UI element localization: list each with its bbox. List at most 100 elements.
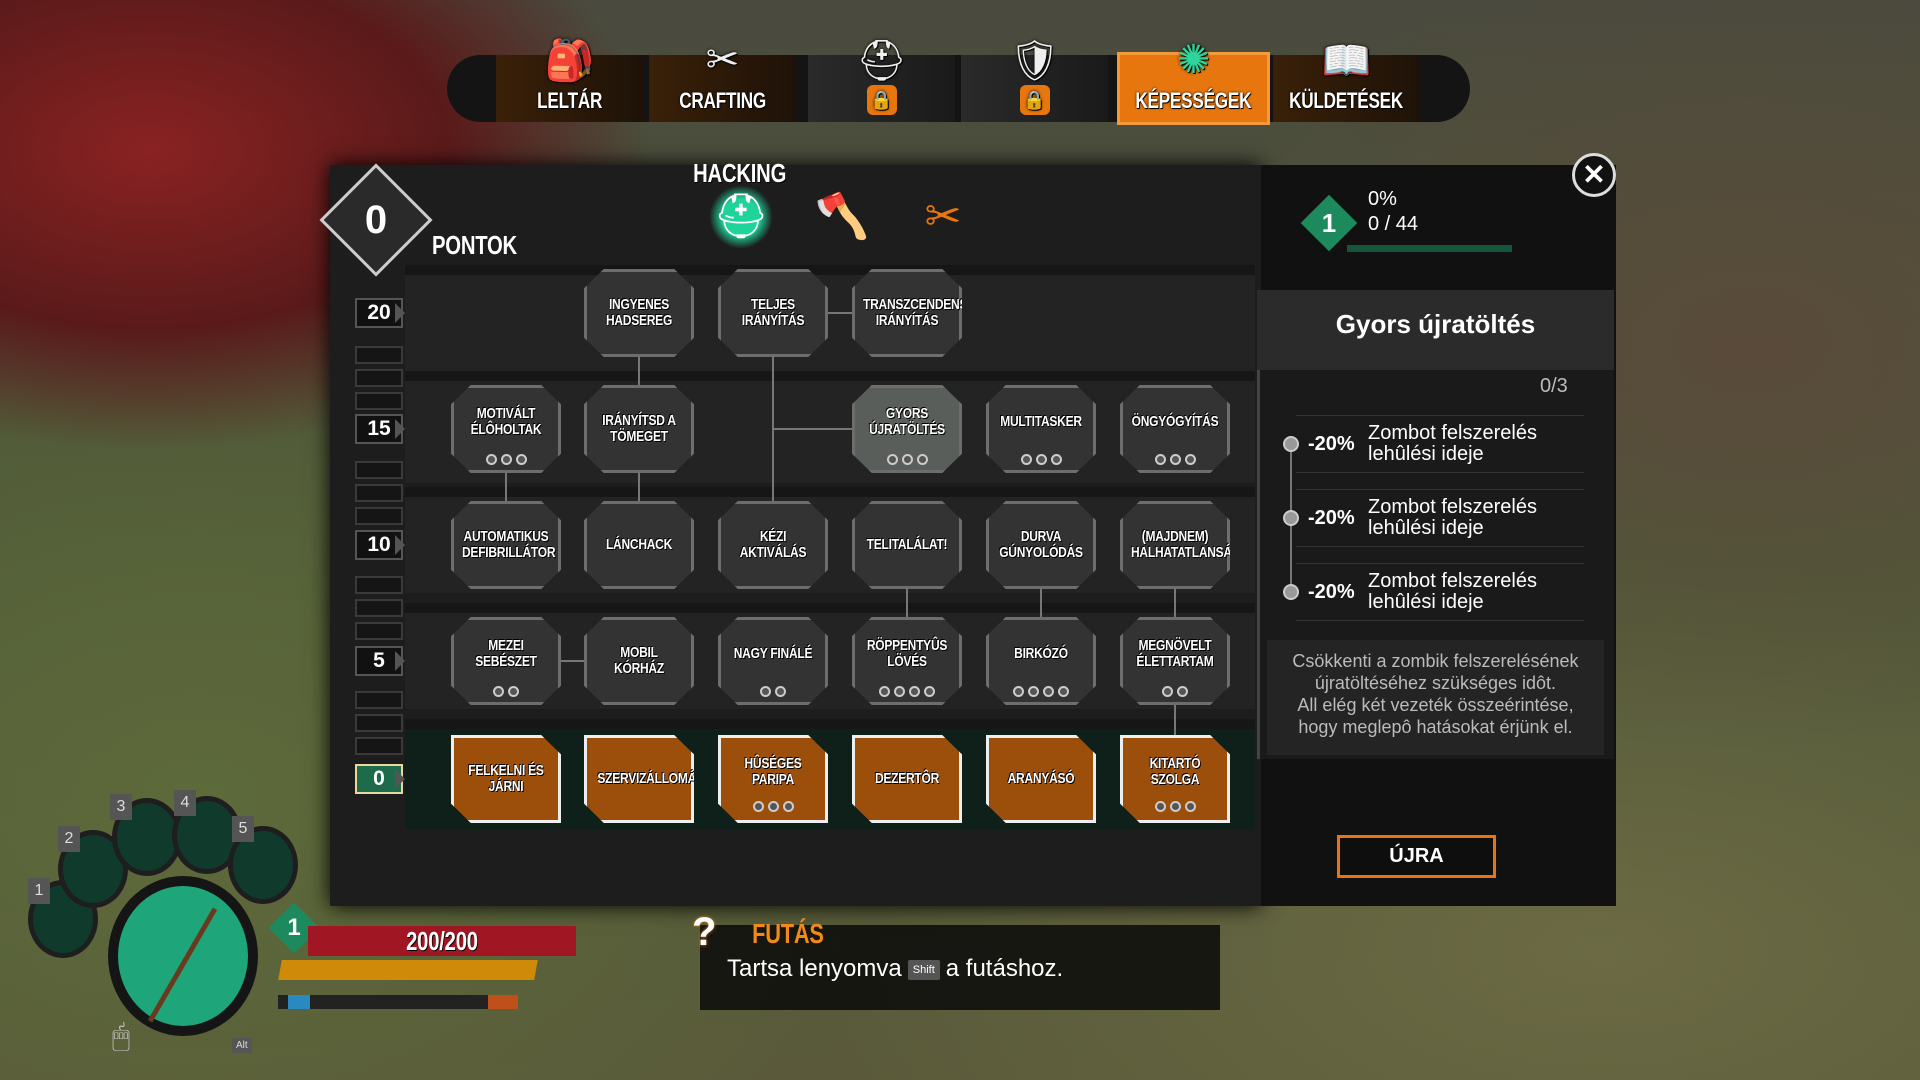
skill-node[interactable]: Gyors újratöltés — [852, 385, 962, 473]
slot-number: 5 — [232, 816, 254, 842]
skill-name: Megnövelt élettartam — [1136, 637, 1214, 670]
book-icon: 📖 — [1321, 39, 1372, 83]
perk-text-line: lehûlési ideje — [1368, 443, 1484, 465]
skill-name: (Majdnem) halhatatlanság — [1131, 528, 1241, 561]
rank-dot — [1028, 686, 1039, 697]
description-line: All elég két vezeték összeérintése, — [1297, 695, 1574, 715]
level-slot — [355, 392, 403, 410]
skill-node[interactable]: Megnövelt élettartam — [1120, 617, 1230, 705]
tab-képességek[interactable]: ✺KÉPESSÉGEK — [1117, 38, 1270, 125]
skill-node[interactable]: Ingyenes hadsereg — [584, 269, 694, 357]
player-level: 1 — [287, 914, 301, 941]
skill-node[interactable]: Telitalálat! — [852, 501, 962, 589]
rank-dots — [1154, 801, 1196, 812]
rank-dot — [500, 454, 512, 465]
progress-bar — [1347, 245, 1512, 252]
rank-dot — [1177, 686, 1188, 697]
skill-node[interactable]: Nagy finálé — [718, 617, 828, 705]
tab-label: KÉPESSÉGEK — [1135, 88, 1252, 113]
rank-dot — [1184, 801, 1196, 812]
skill-name: Nagy finálé — [733, 645, 813, 662]
skill-node[interactable]: Multitasker — [986, 385, 1096, 473]
tab-locked-2[interactable]: ⛑🔒 — [808, 39, 955, 122]
perk-text-line: lehûlési ideje — [1368, 517, 1484, 539]
rank-dot — [485, 454, 497, 465]
skill-rank: 0/3 — [1540, 375, 1568, 397]
skill-node[interactable]: Automatikus defibrillátor — [451, 501, 561, 589]
rank-dot — [775, 686, 786, 697]
progress-count: 0 / 44 — [1368, 213, 1419, 235]
skill-name: Röppentyûs lövés — [866, 637, 948, 670]
rank-dot — [1184, 454, 1196, 465]
rank-dot — [924, 686, 935, 697]
tab-küldetések[interactable]: 📖KÜLDETÉSEK — [1273, 39, 1420, 122]
axe-icon[interactable]: 🪓 — [814, 192, 870, 241]
points-value: 0 — [364, 198, 388, 242]
backpack-icon: 🎒 — [544, 39, 595, 83]
skill-name: Kitartó szolga — [1149, 755, 1201, 788]
skill-node[interactable]: Felkelni és járni — [451, 735, 561, 823]
hint-text-before: Tartsa lenyomva — [727, 955, 902, 982]
skill-node[interactable]: Öngyógyítás — [1120, 385, 1230, 473]
skill-node[interactable]: (Majdnem) halhatatlanság — [1120, 501, 1230, 589]
rank-dots — [752, 801, 794, 812]
rank-dot — [879, 686, 890, 697]
multitool-icon[interactable]: ✂ — [924, 192, 962, 241]
skill-node[interactable]: Irányítsd a tömeget — [584, 385, 694, 473]
description-line: újratöltéséhez szükséges idôt. — [1314, 673, 1557, 693]
rank-dot — [1162, 686, 1173, 697]
perk-rank-dot — [1283, 436, 1299, 452]
hint-text-after: a futáshoz. — [945, 955, 1064, 982]
rank-dot — [782, 801, 794, 812]
skill-node[interactable]: Hûséges paripa — [718, 735, 828, 823]
reset-button[interactable]: ÚJRA — [1337, 835, 1496, 878]
scissors-icon: ✂ — [705, 38, 740, 82]
skill-node[interactable]: Kitartó szolga — [1120, 735, 1230, 823]
skill-name: Aranyásó — [1007, 770, 1075, 787]
level-slot — [355, 461, 403, 479]
rank-dots — [485, 454, 527, 465]
skill-node[interactable]: Dezertôr — [852, 735, 962, 823]
skill-node[interactable]: Kézi aktiválás — [718, 501, 828, 589]
perk-value: -20% — [1308, 506, 1355, 529]
skill-node[interactable]: Mobil kórház — [584, 617, 694, 705]
skill-node[interactable]: Lánchack — [584, 501, 694, 589]
close-button[interactable]: ✕ — [1572, 153, 1616, 197]
skill-node[interactable]: Mezei sebészet — [451, 617, 561, 705]
rank-dot — [508, 686, 519, 697]
hacking-helmet-icon[interactable]: ⛑ — [709, 185, 773, 249]
skill-node[interactable]: Aranyásó — [986, 735, 1096, 823]
skill-node[interactable]: Röppentyûs lövés — [852, 617, 962, 705]
tab-locked-3[interactable]: 🛡🔒 — [961, 39, 1108, 122]
skill-node[interactable]: Birkózó — [986, 617, 1096, 705]
rank-dots — [879, 686, 935, 697]
skill-detail-title: Gyors újratöltés — [1257, 290, 1614, 370]
tab-crafting[interactable]: ✂CRAFTING — [649, 38, 796, 122]
equipped-weapon-slot[interactable] — [108, 876, 258, 1036]
rank-dots — [1013, 686, 1069, 697]
skill-node[interactable]: Szervizállomás — [584, 735, 694, 823]
skill-node[interactable]: Durva gúnyolódás — [986, 501, 1096, 589]
question-mark-icon: ? — [692, 910, 717, 954]
rank-dot — [493, 686, 504, 697]
skill-name: Teljes irányítás — [741, 296, 805, 329]
skill-name: Felkelni és járni — [468, 762, 544, 795]
level-slot — [355, 507, 403, 525]
rank-dot — [760, 686, 771, 697]
lock-icon: 🔒 — [1019, 85, 1050, 115]
rank-dot — [916, 454, 928, 465]
rank-dot — [1058, 686, 1069, 697]
skill-node[interactable]: Motivált élôholtak — [451, 385, 561, 473]
tab-leltár[interactable]: 🎒LELTÁR — [496, 39, 643, 122]
tier-band-20 — [405, 265, 1255, 371]
skill-node[interactable]: Teljes irányítás — [718, 269, 828, 357]
rank-dot — [1050, 454, 1062, 465]
skill-node[interactable]: Transzcendens irányítás — [852, 269, 962, 357]
skill-name: Gyors újratöltés — [869, 405, 945, 438]
rank-dot — [1154, 454, 1166, 465]
level-slot — [355, 346, 403, 364]
description-line: hogy meglepô hatásokat érjünk el. — [1298, 717, 1573, 737]
